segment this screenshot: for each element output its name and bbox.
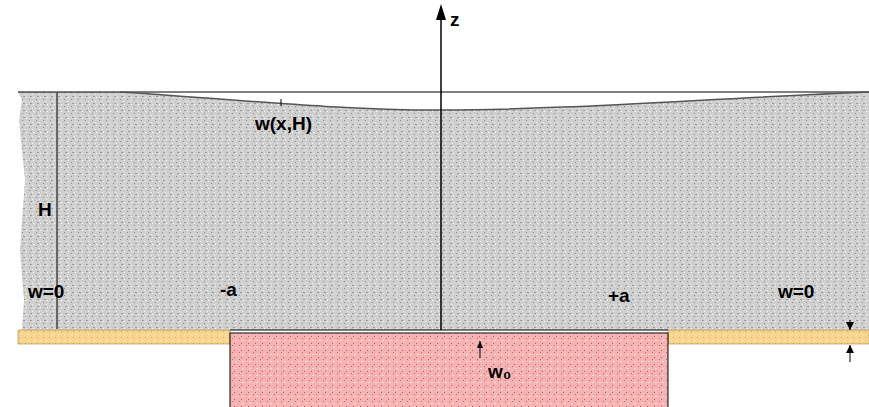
boundary-condition: w=0	[28, 282, 64, 301]
rigid-base-right	[668, 330, 869, 344]
z-axis	[440, 10, 442, 330]
rigid-base-left	[18, 330, 230, 344]
moving-block	[230, 333, 668, 407]
coordinate-label: -a	[220, 280, 237, 299]
axis-label: z	[450, 10, 460, 29]
original-surface	[18, 92, 869, 93]
w0-dim-arrowhead	[846, 322, 854, 330]
deflected-surface	[120, 92, 869, 110]
w0-dim-arrowhead	[846, 345, 854, 353]
z-arrowhead	[436, 4, 446, 20]
soil-layer	[18, 92, 869, 330]
w0-arrowhead	[477, 341, 483, 348]
boundary-condition: w=0	[778, 282, 814, 301]
leader-line	[281, 99, 282, 106]
dimension-label: H	[38, 200, 52, 219]
coordinate-label: +a	[608, 286, 630, 305]
displacement-label: w₀	[488, 362, 511, 381]
deflection-label: w(x,H)	[255, 114, 312, 133]
soil-base-line	[230, 330, 668, 331]
